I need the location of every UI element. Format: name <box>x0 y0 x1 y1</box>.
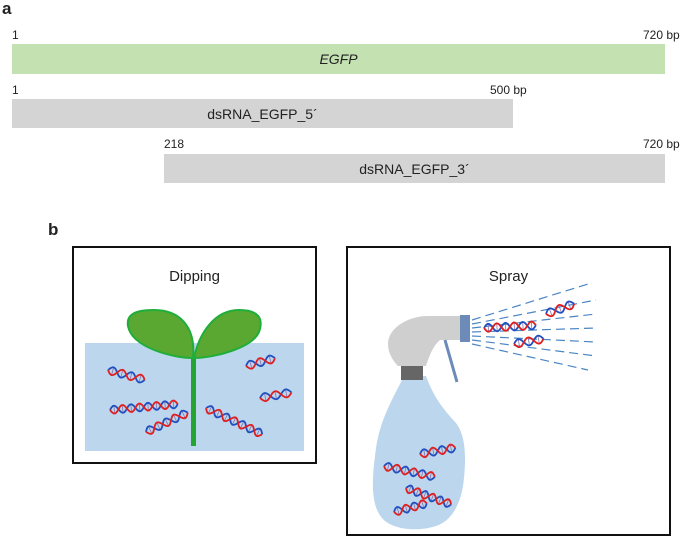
dsrna-molecule-icon <box>205 405 264 438</box>
seedling-stem <box>191 356 196 446</box>
egfp-start-label: 1 <box>12 28 19 42</box>
egfp-bar: EGFP <box>12 44 665 74</box>
dsrna-molecule-icon <box>145 409 189 435</box>
dsrna-molecule-icon <box>393 499 428 516</box>
dsrna-molecule-icon <box>513 334 545 349</box>
spray-illustration <box>372 283 597 530</box>
dipping-box: Dipping <box>72 246 317 464</box>
seedling-leaf-left <box>126 308 195 360</box>
dsrna-molecule-icon <box>545 300 576 318</box>
dipping-title: Dipping <box>169 268 220 285</box>
dsrna-molecule-icon <box>107 366 146 384</box>
dipping-illustration <box>85 308 304 451</box>
egfp-bar-label: EGFP <box>319 51 358 67</box>
dsrna-5-bar-label: dsRNA_EGFP_5´ <box>207 105 318 122</box>
egfp-end-label: 720 bp <box>643 28 680 42</box>
dsrna-molecule-icon <box>419 443 457 459</box>
spray-bottle-head <box>388 316 463 366</box>
dsrna-3-bar-label: dsRNA_EGFP_3´ <box>359 160 470 177</box>
dsrna-3-start-label: 218 <box>164 137 185 151</box>
dsrna-5-bar: dsRNA_EGFP_5´ <box>12 99 513 128</box>
dsrna-molecule-icon <box>259 388 293 403</box>
dsrna-5-end-label: 500 bp <box>490 83 527 97</box>
dsrna-3-bar: dsRNA_EGFP_3´ <box>164 154 665 183</box>
spray-box: Spray <box>346 246 671 536</box>
dsrna-molecule-icon <box>383 461 436 481</box>
spray-bottle-body <box>372 376 466 530</box>
spray-title: Spray <box>488 268 529 285</box>
spray-bottle-collar <box>401 366 423 380</box>
spray-nozzle <box>460 315 470 342</box>
seedling-leaf-right <box>192 308 262 360</box>
spray-trigger <box>443 339 459 383</box>
dsrna-molecule-icon <box>245 354 276 370</box>
dsrna-molecule-icon <box>405 484 452 508</box>
panel-b-label: b <box>48 220 59 239</box>
panel-a-label: a <box>2 0 12 18</box>
dsrna-molecule-icon <box>109 399 179 415</box>
dsrna-5-start-label: 1 <box>12 83 19 97</box>
dsrna-molecule-icon <box>483 320 537 333</box>
dsrna-3-end-label: 720 bp <box>643 137 680 151</box>
